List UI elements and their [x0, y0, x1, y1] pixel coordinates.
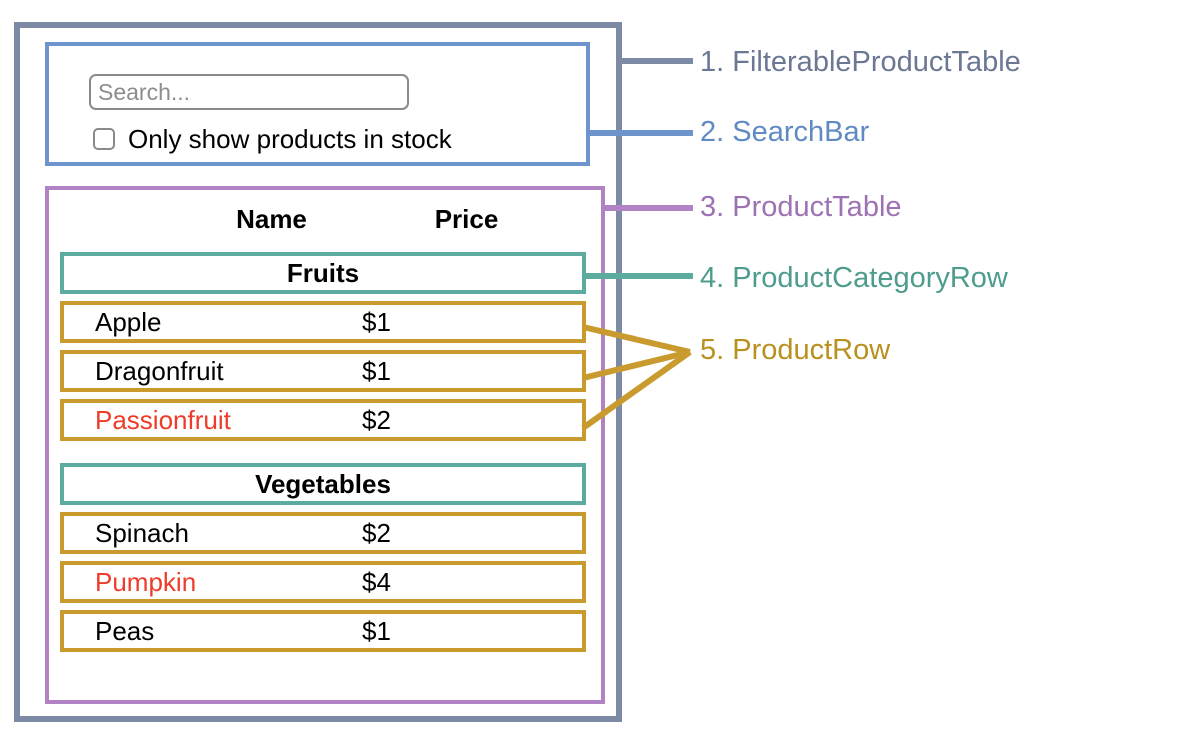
in-stock-checkbox-label: Only show products in stock — [128, 124, 452, 154]
annotation-label-product-table: 3. ProductTable — [700, 191, 902, 223]
product-category-row: Fruits — [60, 252, 586, 294]
product-row: Passionfruit $2 — [60, 399, 586, 441]
product-price: $1 — [362, 307, 391, 337]
annotation-label-product-category-row: 4. ProductCategoryRow — [700, 262, 1008, 294]
product-category-row: Vegetables — [60, 463, 586, 505]
annotation-label-product-row: 5. ProductRow — [700, 334, 891, 366]
product-category-label: Vegetables — [255, 469, 391, 499]
column-header-name: Name — [236, 204, 307, 234]
product-table-body: Fruits Apple $1 Dragonfruit $1 Passionfr… — [60, 252, 586, 659]
product-table-header: Name Price — [49, 196, 601, 242]
annotation-label-search-bar: 2. SearchBar — [700, 116, 870, 148]
product-name: Pumpkin — [95, 567, 197, 597]
product-row: Pumpkin $4 — [60, 561, 586, 603]
product-row: Dragonfruit $1 — [60, 350, 586, 392]
in-stock-checkbox[interactable] — [93, 128, 115, 150]
product-name: Peas — [95, 616, 155, 646]
column-header-price: Price — [434, 204, 499, 234]
product-price: $2 — [362, 405, 391, 435]
product-row: Apple $1 — [60, 301, 586, 343]
product-name: Spinach — [95, 518, 189, 548]
product-price: $1 — [362, 616, 391, 646]
in-stock-filter-row[interactable]: Only show products in stock — [93, 126, 452, 152]
product-row: Spinach $2 — [60, 512, 586, 554]
product-price: $2 — [362, 518, 391, 548]
search-input[interactable] — [89, 74, 409, 110]
product-price: $1 — [362, 356, 391, 386]
product-row: Peas $1 — [60, 610, 586, 652]
product-name: Dragonfruit — [95, 356, 224, 386]
annotation-label-filterable-product-table: 1. FilterableProductTable — [700, 46, 1021, 78]
product-name: Passionfruit — [95, 405, 231, 435]
product-price: $4 — [362, 567, 391, 597]
product-name: Apple — [95, 307, 162, 337]
product-category-label: Fruits — [286, 258, 360, 288]
